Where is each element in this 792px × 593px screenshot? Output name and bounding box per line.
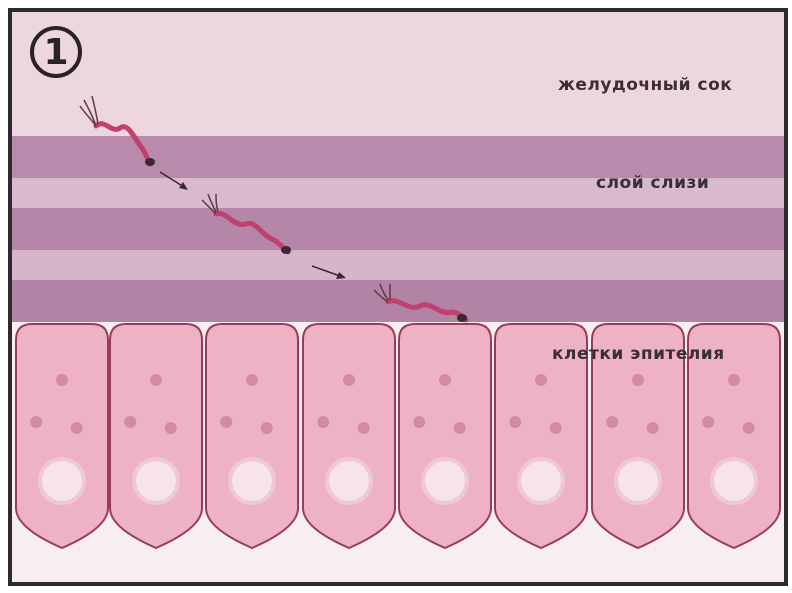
cell-granule [439, 374, 451, 386]
cell-granule [550, 422, 562, 434]
cell-granule [728, 374, 740, 386]
cell-granule [246, 374, 258, 386]
cell-granule [358, 422, 370, 434]
figure-number-badge: 1 [30, 26, 82, 78]
cell-nucleus [519, 459, 563, 503]
cell-nucleus [134, 459, 178, 503]
epithelial-cell [110, 324, 202, 548]
gastric-juice-label: желудочный сок [558, 75, 732, 95]
mucus-layer [12, 136, 784, 326]
cell-granule [702, 416, 714, 428]
cell-granule [343, 374, 355, 386]
cell-nucleus [423, 459, 467, 503]
epithelial-cells-label: клетки эпителия [552, 344, 725, 364]
cell-granule [535, 374, 547, 386]
cell-granule [509, 416, 521, 428]
mucus-stripe [12, 208, 784, 250]
cell-granule [454, 422, 466, 434]
cell-granule [743, 422, 755, 434]
cell-granule [606, 416, 618, 428]
mucus-stripe [12, 250, 784, 280]
epithelial-cell [303, 324, 395, 548]
cell-granule [56, 374, 68, 386]
epithelial-cell [16, 324, 108, 548]
cell-granule [30, 416, 42, 428]
epithelial-cell [399, 324, 491, 548]
cell-nucleus [327, 459, 371, 503]
cell-granule [261, 422, 273, 434]
cell-granule [71, 422, 83, 434]
mucus-layer-label: слой слизи [596, 173, 709, 193]
cell-nucleus [712, 459, 756, 503]
mucus-stripe [12, 136, 784, 178]
cell-granule [124, 416, 136, 428]
epithelial-cell [206, 324, 298, 548]
cell-nucleus [616, 459, 660, 503]
cell-granule [317, 416, 329, 428]
cell-granule [413, 416, 425, 428]
cell-granule [150, 374, 162, 386]
cell-granule [632, 374, 644, 386]
cell-granule [165, 422, 177, 434]
cell-granule [220, 416, 232, 428]
cell-granule [647, 422, 659, 434]
cell-nucleus [230, 459, 274, 503]
cell-nucleus [40, 459, 84, 503]
